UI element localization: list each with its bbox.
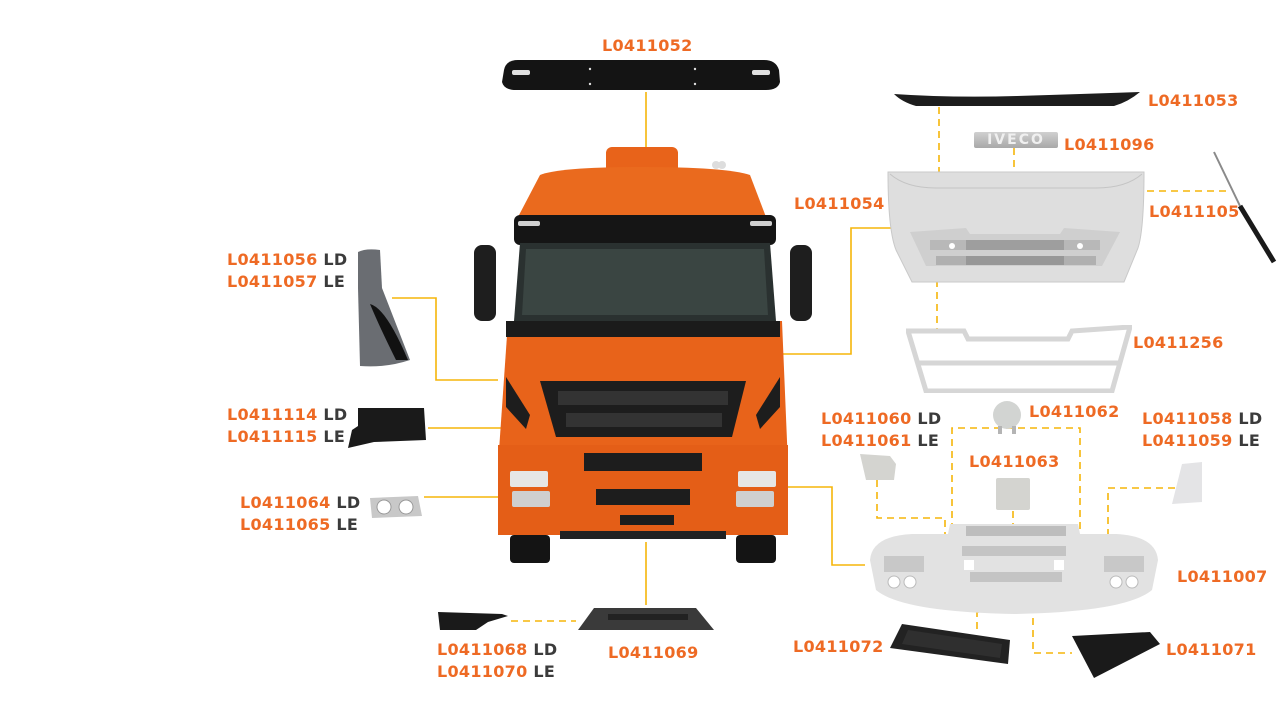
part-code: L0411105 — [1149, 202, 1240, 221]
part-code: L0411056 — [227, 250, 318, 269]
label-bumper: L0411007 — [1177, 566, 1268, 588]
side-suffix: LD — [917, 409, 942, 428]
part-code: L0411256 — [1133, 333, 1224, 352]
label-tow-cap-square: L0411063 — [969, 451, 1060, 473]
label-upper-trim: L0411053 — [1148, 90, 1239, 112]
step-plate-right-part — [1072, 632, 1160, 678]
label-sun-visor: L0411052 — [602, 35, 693, 57]
side-suffix: LD — [323, 405, 348, 424]
side-suffix: LD — [533, 640, 558, 659]
label-step-plate-left: L0411072 — [793, 636, 884, 658]
label-headlamp-bezel: L0411064 LD L0411065 LE — [240, 492, 360, 536]
side-suffix: LD — [1238, 409, 1263, 428]
label-lower-spoiler-side: L0411068 LD L0411070 LE — [437, 639, 557, 683]
upper-trim-part — [894, 92, 1140, 106]
part-code: L0411068 — [437, 640, 528, 659]
label-gas-spring: L0411105 — [1149, 201, 1240, 223]
step-cover-part — [348, 408, 426, 448]
side-suffix: LD — [336, 493, 361, 512]
part-code: L0411072 — [793, 637, 884, 656]
label-tow-cap-round: L0411062 — [1029, 401, 1120, 423]
part-code: L0411061 — [821, 431, 912, 450]
label-corner-deflector: L0411056 LD L0411057 LE — [227, 249, 347, 293]
front-panel-part — [887, 171, 1145, 283]
part-code: L0411065 — [240, 515, 331, 534]
side-suffix: LE — [917, 431, 940, 450]
label-grille-frame: L0411256 — [1133, 332, 1224, 354]
part-code: L0411053 — [1148, 91, 1239, 110]
corner-deflector-part — [358, 249, 410, 367]
part-code: L0411063 — [969, 452, 1060, 471]
truck-front-view — [474, 147, 812, 563]
part-code: L0411064 — [240, 493, 331, 512]
part-code: L0411096 — [1064, 135, 1155, 154]
side-suffix: LE — [323, 427, 346, 446]
side-suffix: LE — [1238, 431, 1261, 450]
part-code: L0411007 — [1177, 567, 1268, 586]
bumper-cap-side-part — [860, 454, 896, 480]
headlamp-bezel-part — [370, 496, 422, 518]
side-suffix: LE — [533, 662, 556, 681]
lower-spoiler-side-part — [438, 612, 508, 630]
side-suffix: LE — [323, 272, 346, 291]
bumper-part — [870, 524, 1158, 614]
iveco-emblem-part: IVECO — [974, 132, 1058, 148]
label-bumper-end-cover: L0411058 LD L0411059 LE — [1142, 408, 1262, 452]
label-step-plate-right: L0411071 — [1166, 639, 1257, 661]
bumper-end-cover-part — [1172, 462, 1202, 504]
part-code: L0411059 — [1142, 431, 1233, 450]
part-code: L0411052 — [602, 36, 693, 55]
label-bumper-cap-side: L0411060 LD L0411061 LE — [821, 408, 941, 452]
side-suffix: LE — [336, 515, 359, 534]
part-code: L0411062 — [1029, 402, 1120, 421]
gas-spring-part — [1213, 151, 1277, 264]
label-step-cover: L0411114 LD L0411115 LE — [227, 404, 347, 448]
part-code: L0411115 — [227, 427, 318, 446]
label-emblem: L0411096 — [1064, 134, 1155, 156]
lower-spoiler-center-part — [578, 608, 714, 630]
part-code: L0411054 — [794, 194, 885, 213]
label-front-panel: L0411054 — [794, 193, 885, 215]
tow-cap-square-part — [996, 478, 1030, 510]
part-code: L0411058 — [1142, 409, 1233, 428]
part-code: L0411114 — [227, 405, 318, 424]
part-code: L0411057 — [227, 272, 318, 291]
side-suffix: LD — [323, 250, 348, 269]
tow-cap-round-part — [993, 401, 1021, 434]
part-code: L0411070 — [437, 662, 528, 681]
label-lower-spoiler-center: L0411069 — [608, 642, 699, 664]
step-plate-left-part — [890, 624, 1010, 664]
sun-visor-part — [502, 60, 780, 90]
part-code: L0411060 — [821, 409, 912, 428]
part-code: L0411071 — [1166, 640, 1257, 659]
part-code: L0411069 — [608, 643, 699, 662]
grille-frame-part — [906, 325, 1132, 393]
